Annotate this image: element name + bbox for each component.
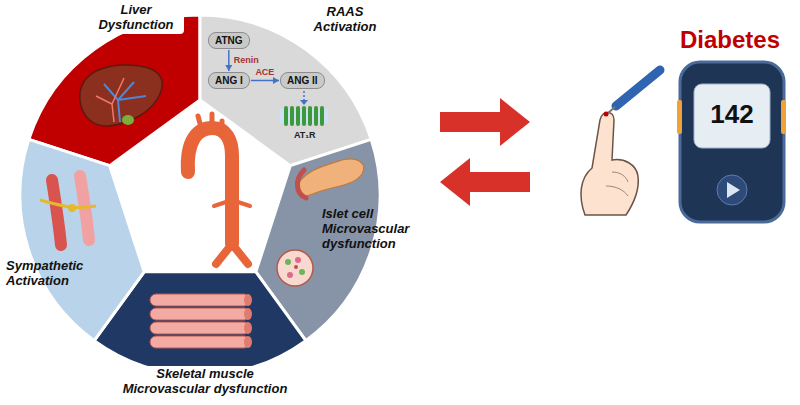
segment-label: Islet cell Microvascular dysfunction [322,206,422,253]
hand-illustration-part [581,113,638,216]
box-label: ANG I [215,74,243,87]
segment-heading: Islet cell Microvascular dysfunction [322,206,422,253]
segment-heading: Liver Dysfunction [88,2,184,34]
box-label: ANG II [287,74,318,87]
glucose-meter [677,62,786,222]
receptor-illustration-part [302,106,306,126]
pancreas-illustration-part [294,265,298,269]
receptor-illustration-part [314,106,318,126]
process-box: ANG II [280,72,325,89]
edge-label: Renin [234,55,259,66]
edge-label-holder: ACE [255,67,274,78]
glucose-meter-part [694,84,770,148]
segment-heading: Skeletal muscle Microvascular dysfunctio… [112,366,298,398]
muscle-illustration-part [244,336,252,348]
cycle-arrows [440,98,530,206]
hand-illustration-part [608,107,615,113]
wedge-outline [20,139,144,340]
liver-illustration-part [122,115,134,125]
segment-heading: Sympathetic Activation [6,258,98,290]
muscle-illustration-part [150,294,250,306]
title-label-holder: Diabetes [680,26,780,54]
aorta-illustration [188,114,250,264]
aorta-illustration-part [216,244,248,264]
pancreas-illustration-part [277,250,313,286]
meter-reading: 142 [694,100,770,130]
edge-label-holder: Renin [234,55,259,66]
receptor-illustration-part [308,106,312,126]
hand-illustration-part [616,70,660,106]
receptor-illustration-part [290,106,294,126]
cycle-arrows-part [440,98,530,146]
liver-illustration-part [96,78,124,122]
segment-heading: RAAS Activation [303,4,387,36]
glucose-meter-part [680,62,784,222]
muscle-illustration-part [150,336,250,348]
wedge-outline [29,15,200,166]
glucose-meter-part [677,100,682,134]
aorta-illustration-part [188,128,232,244]
wedge-outline [200,15,371,166]
box-label: ATNG [215,34,243,47]
glucose-meter-part [781,100,786,134]
process-box: ATNG [208,32,250,49]
muscle-illustration-part [244,294,252,306]
muscle-illustration-part [150,322,250,334]
segment-label: Skeletal muscle Microvascular dysfunctio… [112,366,298,398]
pancreas-illustration-part [287,272,293,278]
receptor-illustration-part [284,106,288,126]
muscle-illustration-part [150,308,250,320]
receptor-label: AT₁R [294,130,316,141]
edge-label: ACE [255,67,274,78]
title-label: Diabetes [680,26,780,54]
receptor-label-holder: AT₁R [294,130,316,141]
pancreas-illustration-part [299,269,305,275]
receptor-illustration-part [320,106,324,126]
segment-label: Sympathetic Activation [6,258,98,290]
pancreas-illustration-part [285,259,291,265]
segment-label: Liver Dysfunction [88,2,184,34]
hand-illustration-part [606,172,628,196]
muscle-illustration-part [244,308,252,320]
vessel-illustration-part [68,204,76,212]
glucose-meter-part [717,175,747,205]
meter-reading-holder: 142 [694,100,770,130]
process-box: ANG I [208,72,250,89]
segment-label: RAAS Activation [303,4,387,36]
cycle-arrows-part [440,158,530,206]
aorta-illustration-part [198,114,222,131]
hand-illustration [581,70,660,215]
muscle-illustration-part [244,322,252,334]
aorta-illustration-part [214,200,250,206]
pancreas-illustration-part [295,257,301,263]
glucose-meter-part [727,182,740,198]
hand-illustration-part [604,112,609,117]
receptor-illustration-part [296,106,300,126]
